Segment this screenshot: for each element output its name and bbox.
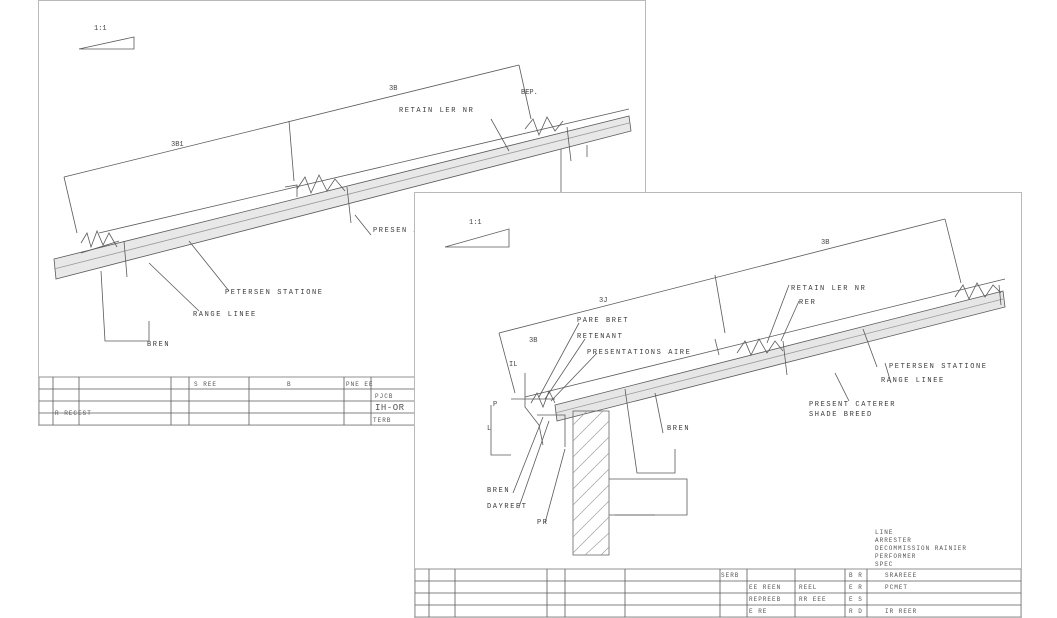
general-note: SPEC bbox=[875, 561, 894, 568]
general-note: ARRESTER bbox=[875, 537, 912, 544]
scale-triangle-icon bbox=[444, 228, 510, 248]
dimension-segment: 3J bbox=[599, 297, 608, 305]
callout-label: BREN bbox=[487, 487, 511, 495]
titleblock-cell: B R bbox=[849, 572, 863, 579]
general-note: LINE bbox=[875, 529, 894, 536]
titleblock-cell: REEL bbox=[799, 584, 818, 591]
callout-label: RER bbox=[799, 299, 817, 307]
titleblock-cell: PCMET bbox=[885, 584, 909, 591]
scale-mark: 1:1 bbox=[94, 25, 107, 33]
dimension-side: P bbox=[493, 401, 498, 409]
titleblock-cell: PNE EE bbox=[346, 381, 374, 388]
callout-label: RETAIN LER NR bbox=[791, 285, 867, 293]
callout-label: RANGE LINEE bbox=[193, 311, 257, 319]
titleblock-cell: S REE bbox=[194, 381, 218, 388]
general-note: DECOMMISSION RAINIER bbox=[875, 545, 968, 552]
dimension-side: L bbox=[487, 425, 492, 433]
titleblock-cell: SERB bbox=[721, 572, 740, 579]
titleblock-cell: B bbox=[287, 381, 292, 388]
general-note: PERFORMER bbox=[875, 553, 917, 560]
titleblock-cell: R RECEST bbox=[55, 410, 92, 417]
titleblock-cell: E R bbox=[849, 584, 863, 591]
callout-label: DAYREET bbox=[487, 503, 528, 511]
callout-label: PRESENTATIONS AIRE bbox=[587, 349, 692, 357]
titleblock-cell: REPREEB bbox=[749, 596, 782, 603]
dimension-segment: 3B1 bbox=[171, 141, 184, 149]
callout-label: RETENANT bbox=[577, 333, 624, 341]
titleblock-cell: TERB bbox=[373, 417, 392, 424]
dimension-tag: BEP. bbox=[521, 89, 538, 97]
callout-label: PARE BRET bbox=[577, 317, 630, 325]
callout-label: RANGE LINEE bbox=[881, 377, 945, 385]
roof-section-drawing bbox=[39, 36, 632, 425]
dimension-small: 3B bbox=[529, 337, 538, 345]
callout-label: BREN bbox=[147, 341, 171, 349]
dimension-overall: 3B bbox=[389, 85, 398, 93]
titleblock-cell: E RE bbox=[749, 608, 768, 615]
titleblock-cell: PJCB bbox=[375, 393, 394, 400]
dimension-overall: 3B bbox=[821, 239, 830, 247]
titleblock-cell: IH-OR bbox=[375, 403, 405, 413]
titleblock-cell: IR REER bbox=[885, 608, 918, 615]
callout-label: PRESENT CATERER bbox=[809, 401, 897, 409]
scale-mark: 1:1 bbox=[469, 219, 482, 227]
dimension-small: IL bbox=[509, 361, 518, 369]
callout-label: RETAIN LER NR bbox=[399, 107, 475, 115]
eave-detail-drawing bbox=[415, 218, 1021, 617]
titleblock-cell: SRAREEE bbox=[885, 572, 918, 579]
titleblock-cell: EE REEN bbox=[749, 584, 782, 591]
scale-triangle-icon bbox=[78, 36, 135, 50]
callout-label: PETERSEN STATIONE bbox=[225, 289, 324, 297]
callout-label: SHADE BREED bbox=[809, 411, 873, 419]
titleblock-cell: RR EEE bbox=[799, 596, 827, 603]
drawing-sheet-front: 1:1 3B 3J 3B IL P L RETAIN LER NR RER PE… bbox=[414, 192, 1022, 618]
callout-label: PRESEN A LOT bbox=[373, 227, 443, 235]
callout-label: PETERSEN STATIONE bbox=[889, 363, 988, 371]
callout-label: BREN bbox=[667, 425, 691, 433]
titleblock-cell: E S bbox=[849, 596, 863, 603]
titleblock-cell: R D bbox=[849, 608, 863, 615]
callout-label: PR bbox=[537, 519, 549, 527]
